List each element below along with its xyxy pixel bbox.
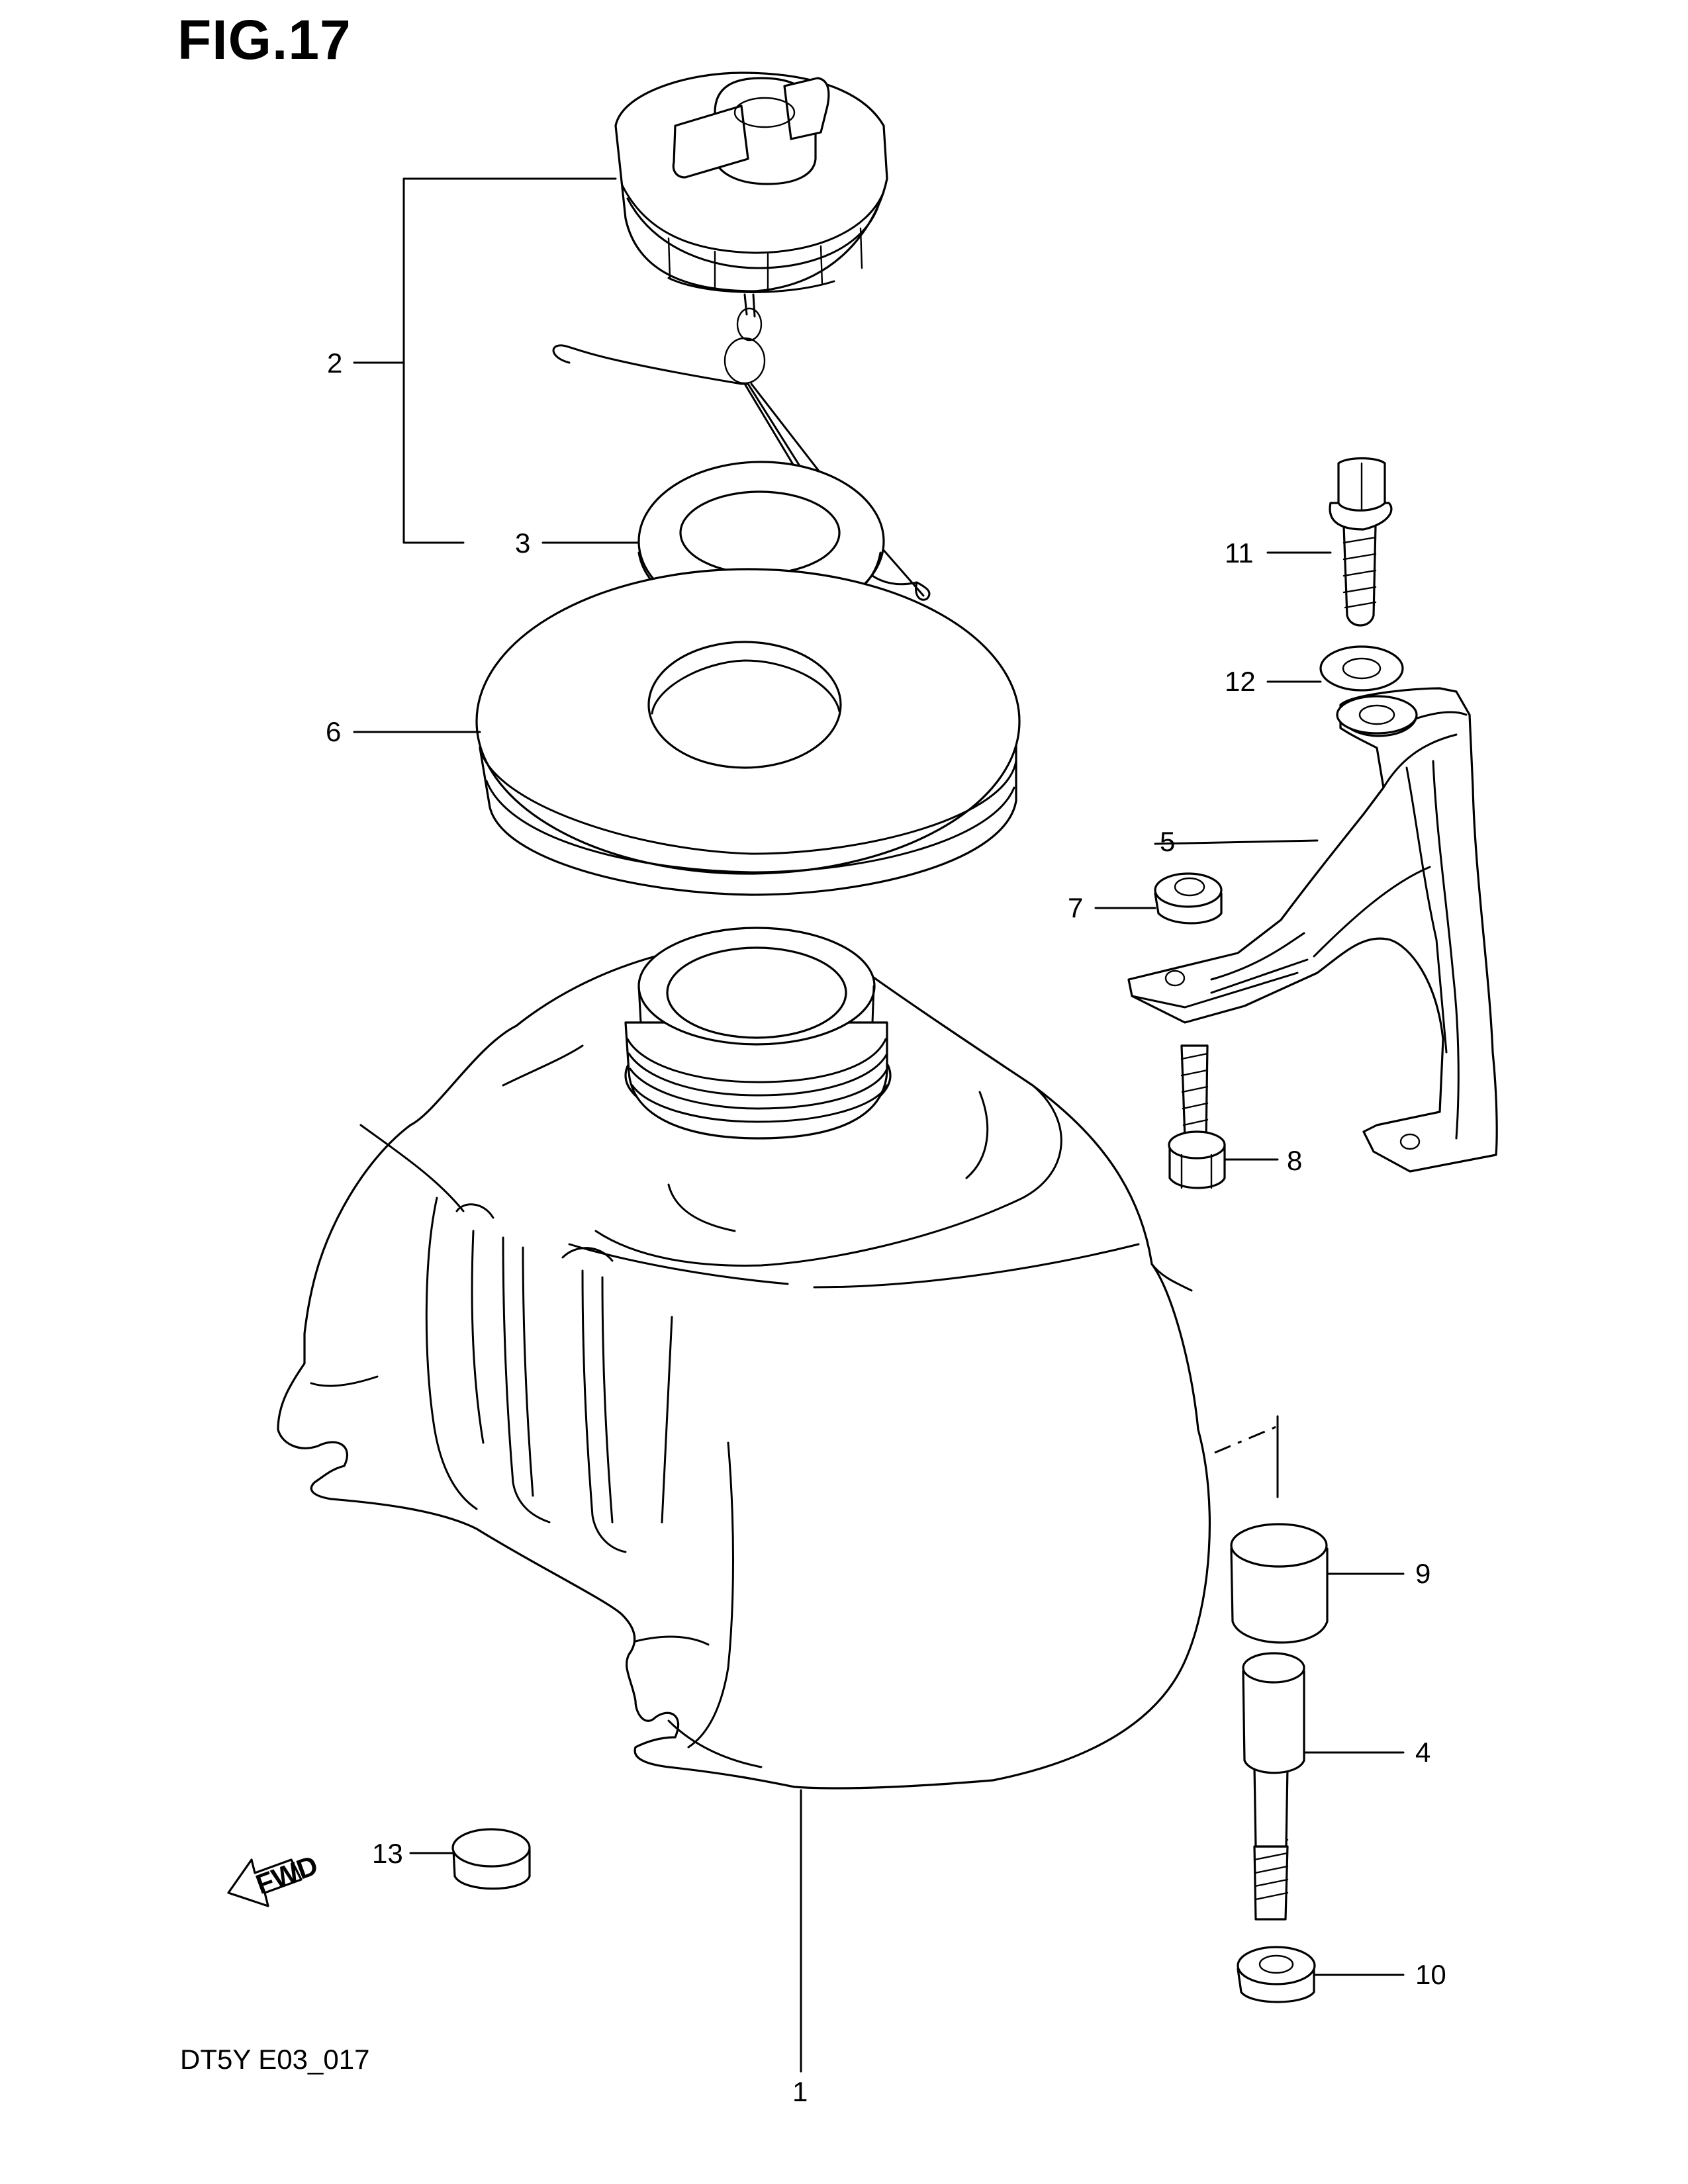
nut-7 bbox=[1154, 872, 1223, 925]
nut-10 bbox=[1237, 1946, 1316, 2003]
callout-11: 11 bbox=[1225, 537, 1254, 569]
fuel-tank bbox=[277, 927, 1211, 1790]
fuel-cap bbox=[614, 71, 888, 293]
callout-8: 8 bbox=[1287, 1145, 1302, 1176]
figure-code: DT5Y E03_017 bbox=[180, 2044, 370, 2075]
callout-12: 12 bbox=[1225, 666, 1256, 697]
leader-lines bbox=[353, 177, 1405, 2073]
callout-6: 6 bbox=[326, 716, 341, 747]
callout-9: 9 bbox=[1415, 1558, 1430, 1589]
callout-5: 5 bbox=[1160, 826, 1175, 857]
figure-title: FIG.17 bbox=[177, 9, 352, 71]
callout-numbers: 1 2 3 4 5 6 7 8 9 10 11 12 13 bbox=[326, 347, 1446, 2107]
callout-13: 13 bbox=[372, 1838, 403, 1869]
callout-4: 4 bbox=[1415, 1737, 1430, 1768]
washer-12 bbox=[1319, 645, 1404, 692]
fwd-label: FWD bbox=[252, 1849, 322, 1900]
callout-10: 10 bbox=[1415, 1959, 1446, 1990]
fwd-arrow: FWD bbox=[227, 1849, 322, 1907]
callout-2: 2 bbox=[327, 347, 342, 379]
rubber-cushion-9 bbox=[1230, 1523, 1329, 1644]
callout-3: 3 bbox=[515, 527, 530, 559]
cap-13 bbox=[451, 1828, 531, 1890]
neck-cushion bbox=[475, 568, 1021, 896]
callout-7: 7 bbox=[1068, 892, 1083, 923]
tank-bracket bbox=[1127, 687, 1498, 1173]
mount-bolt-4 bbox=[1242, 1652, 1305, 1921]
bolt-8 bbox=[1168, 1044, 1226, 1189]
callout-1: 1 bbox=[792, 2076, 808, 2107]
bolt-11 bbox=[1329, 457, 1393, 627]
